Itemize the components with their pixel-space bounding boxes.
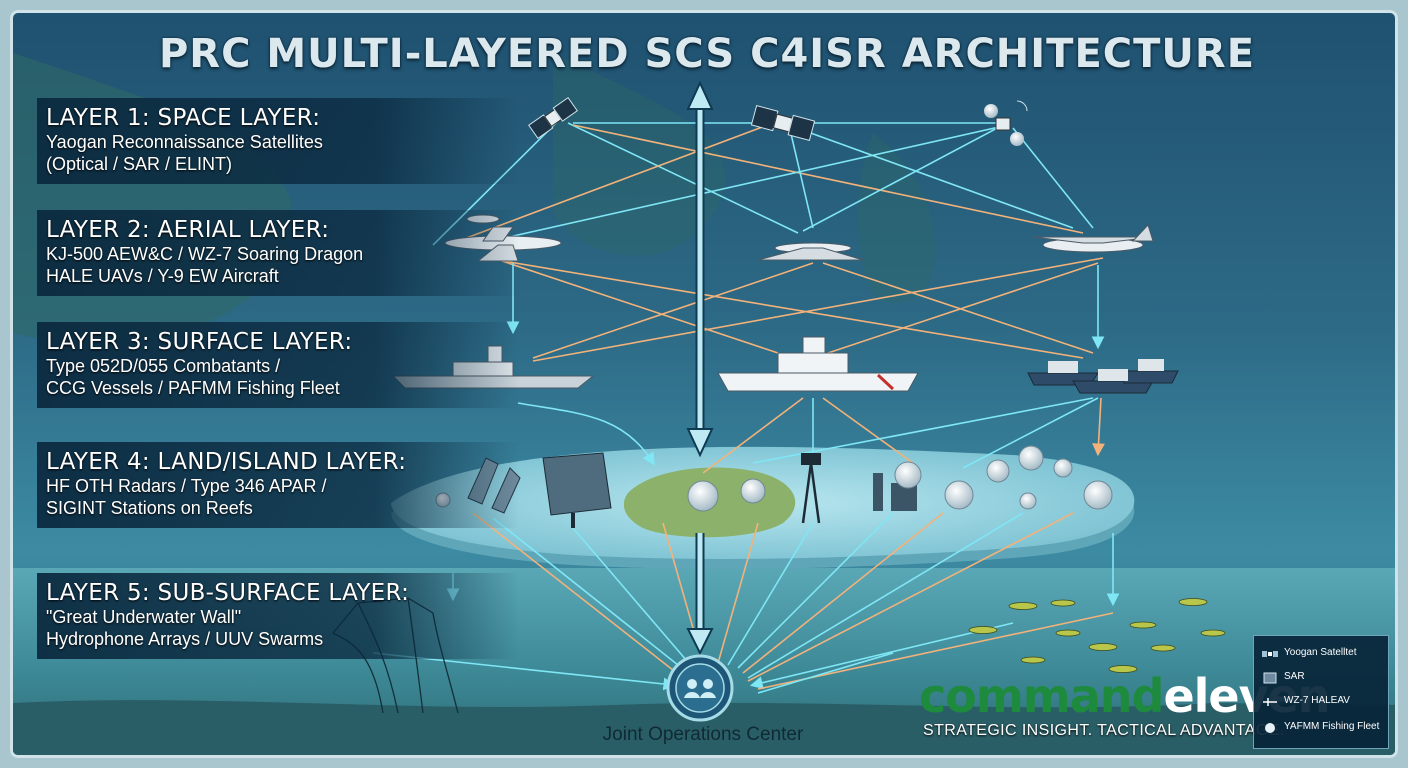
layer-5-line-1: "Great Underwater Wall" [46,607,242,627]
dome-icon [1019,492,1037,510]
layer-2-line-1: KJ-500 AEW&C / WZ-7 Soaring Dragon [46,244,364,264]
dome-icon [687,480,719,512]
lattice-tower-icon [801,453,821,524]
uav-icon [1263,698,1277,706]
layer-4-line-2: SIGINT Stations on Reefs [46,498,253,518]
legend-label-satellite: Yoogan Satelltet [1284,647,1357,658]
radar-icon [1263,672,1277,684]
dome-icon [894,461,922,489]
layer-3-line-1: Type 052D/055 Combatants / [46,356,281,376]
diagram-title: PRC MULTI-LAYERED SCS C4ISR ARCHITECTURE [158,31,1256,77]
seafloor [13,700,1395,755]
satellite-icon [984,100,1028,146]
dome-icon [1053,458,1073,478]
uuv-swarm-icon [968,598,1226,673]
fishing-fleet-icon [1027,359,1179,394]
legend-box: Yoogan Satelltet SAR WZ-7 HALEAV YAFMM F… [1253,635,1389,749]
legend-item-uav: WZ-7 HALEAV [1262,694,1386,710]
layer-2-line-2: HALE UAVs / Y-9 EW Aircraft [46,266,279,286]
landmass-silhouette-3 [858,133,935,304]
uav-icon [757,242,864,261]
brand-logo-part-1: command [919,669,1164,723]
layer-1-heading: LAYER 1: SPACE LAYER: [46,105,321,131]
layer-4-heading: LAYER 4: LAND/ISLAND LAYER: [46,449,407,475]
dome-icon [986,459,1010,483]
legend-label-fleet: YAFMM Fishing Fleet [1284,721,1380,732]
link-lines [372,120,1120,694]
dome-icon [740,478,766,504]
layer-1-line-2: (Optical / SAR / ELINT) [46,154,233,174]
ew-aircraft-icon [1032,224,1154,253]
layer-3-heading: LAYER 3: SURFACE LAYER: [46,329,353,355]
layer-2-panel: LAYER 2: AERIAL LAYER: KJ-500 AEW&C / WZ… [37,210,519,296]
layer-5-line-2: Hydrophone Arrays / UUV Swarms [46,629,324,649]
layer-1-panel: LAYER 1: SPACE LAYER: Yaogan Reconnaissa… [37,98,519,184]
dome-icon [944,480,974,510]
joc-label: Joint Operations Center [602,724,804,745]
dome-icon [1018,445,1044,471]
layer-4-line-1: HF OTH Radars / Type 346 APAR / [46,476,327,496]
legend-label-sar: SAR [1284,671,1305,682]
legend-item-fleet: YAFMM Fishing Fleet [1262,720,1386,736]
architecture-scene [13,13,1395,755]
landmass-silhouette-2 [553,53,725,256]
ccg-cutter-icon [717,336,919,392]
legend-item-sar: SAR [1262,670,1386,686]
diagram-frame: PRC MULTI-LAYERED SCS C4ISR ARCHITECTURE… [10,10,1398,758]
layer-4-panel: LAYER 4: LAND/ISLAND LAYER: HF OTH Radar… [37,442,519,528]
layer-5-panel: LAYER 5: SUB-SURFACE LAYER: "Great Under… [37,573,519,659]
layer-1-line-1: Yaogan Reconnaissance Satellites [46,132,323,152]
satellite-icon [1262,651,1278,657]
legend-label-uav: WZ-7 HALEAV [1284,695,1350,706]
legend-item-satellite: Yoogan Satelltet [1262,646,1386,662]
layer-3-line-2: CCG Vessels / PAFMM Fishing Fleet [46,378,340,398]
layer-3-panel: LAYER 3: SURFACE LAYER: Type 052D/055 Co… [37,322,519,408]
layer-2-heading: LAYER 2: AERIAL LAYER: [46,217,330,243]
layer-5-heading: LAYER 5: SUB-SURFACE LAYER: [46,580,410,606]
brand-tagline: STRATEGIC INSIGHT. TACTICAL ADVANTAGE. [923,722,1285,739]
apar-radar-icon [542,452,612,528]
dome-icon [1265,723,1275,733]
satellite-icon [528,96,578,140]
joc-emblem [666,654,734,722]
vertical-link-arrow [686,80,714,656]
dome-icon [1083,480,1113,510]
satellite-icon [750,104,816,142]
